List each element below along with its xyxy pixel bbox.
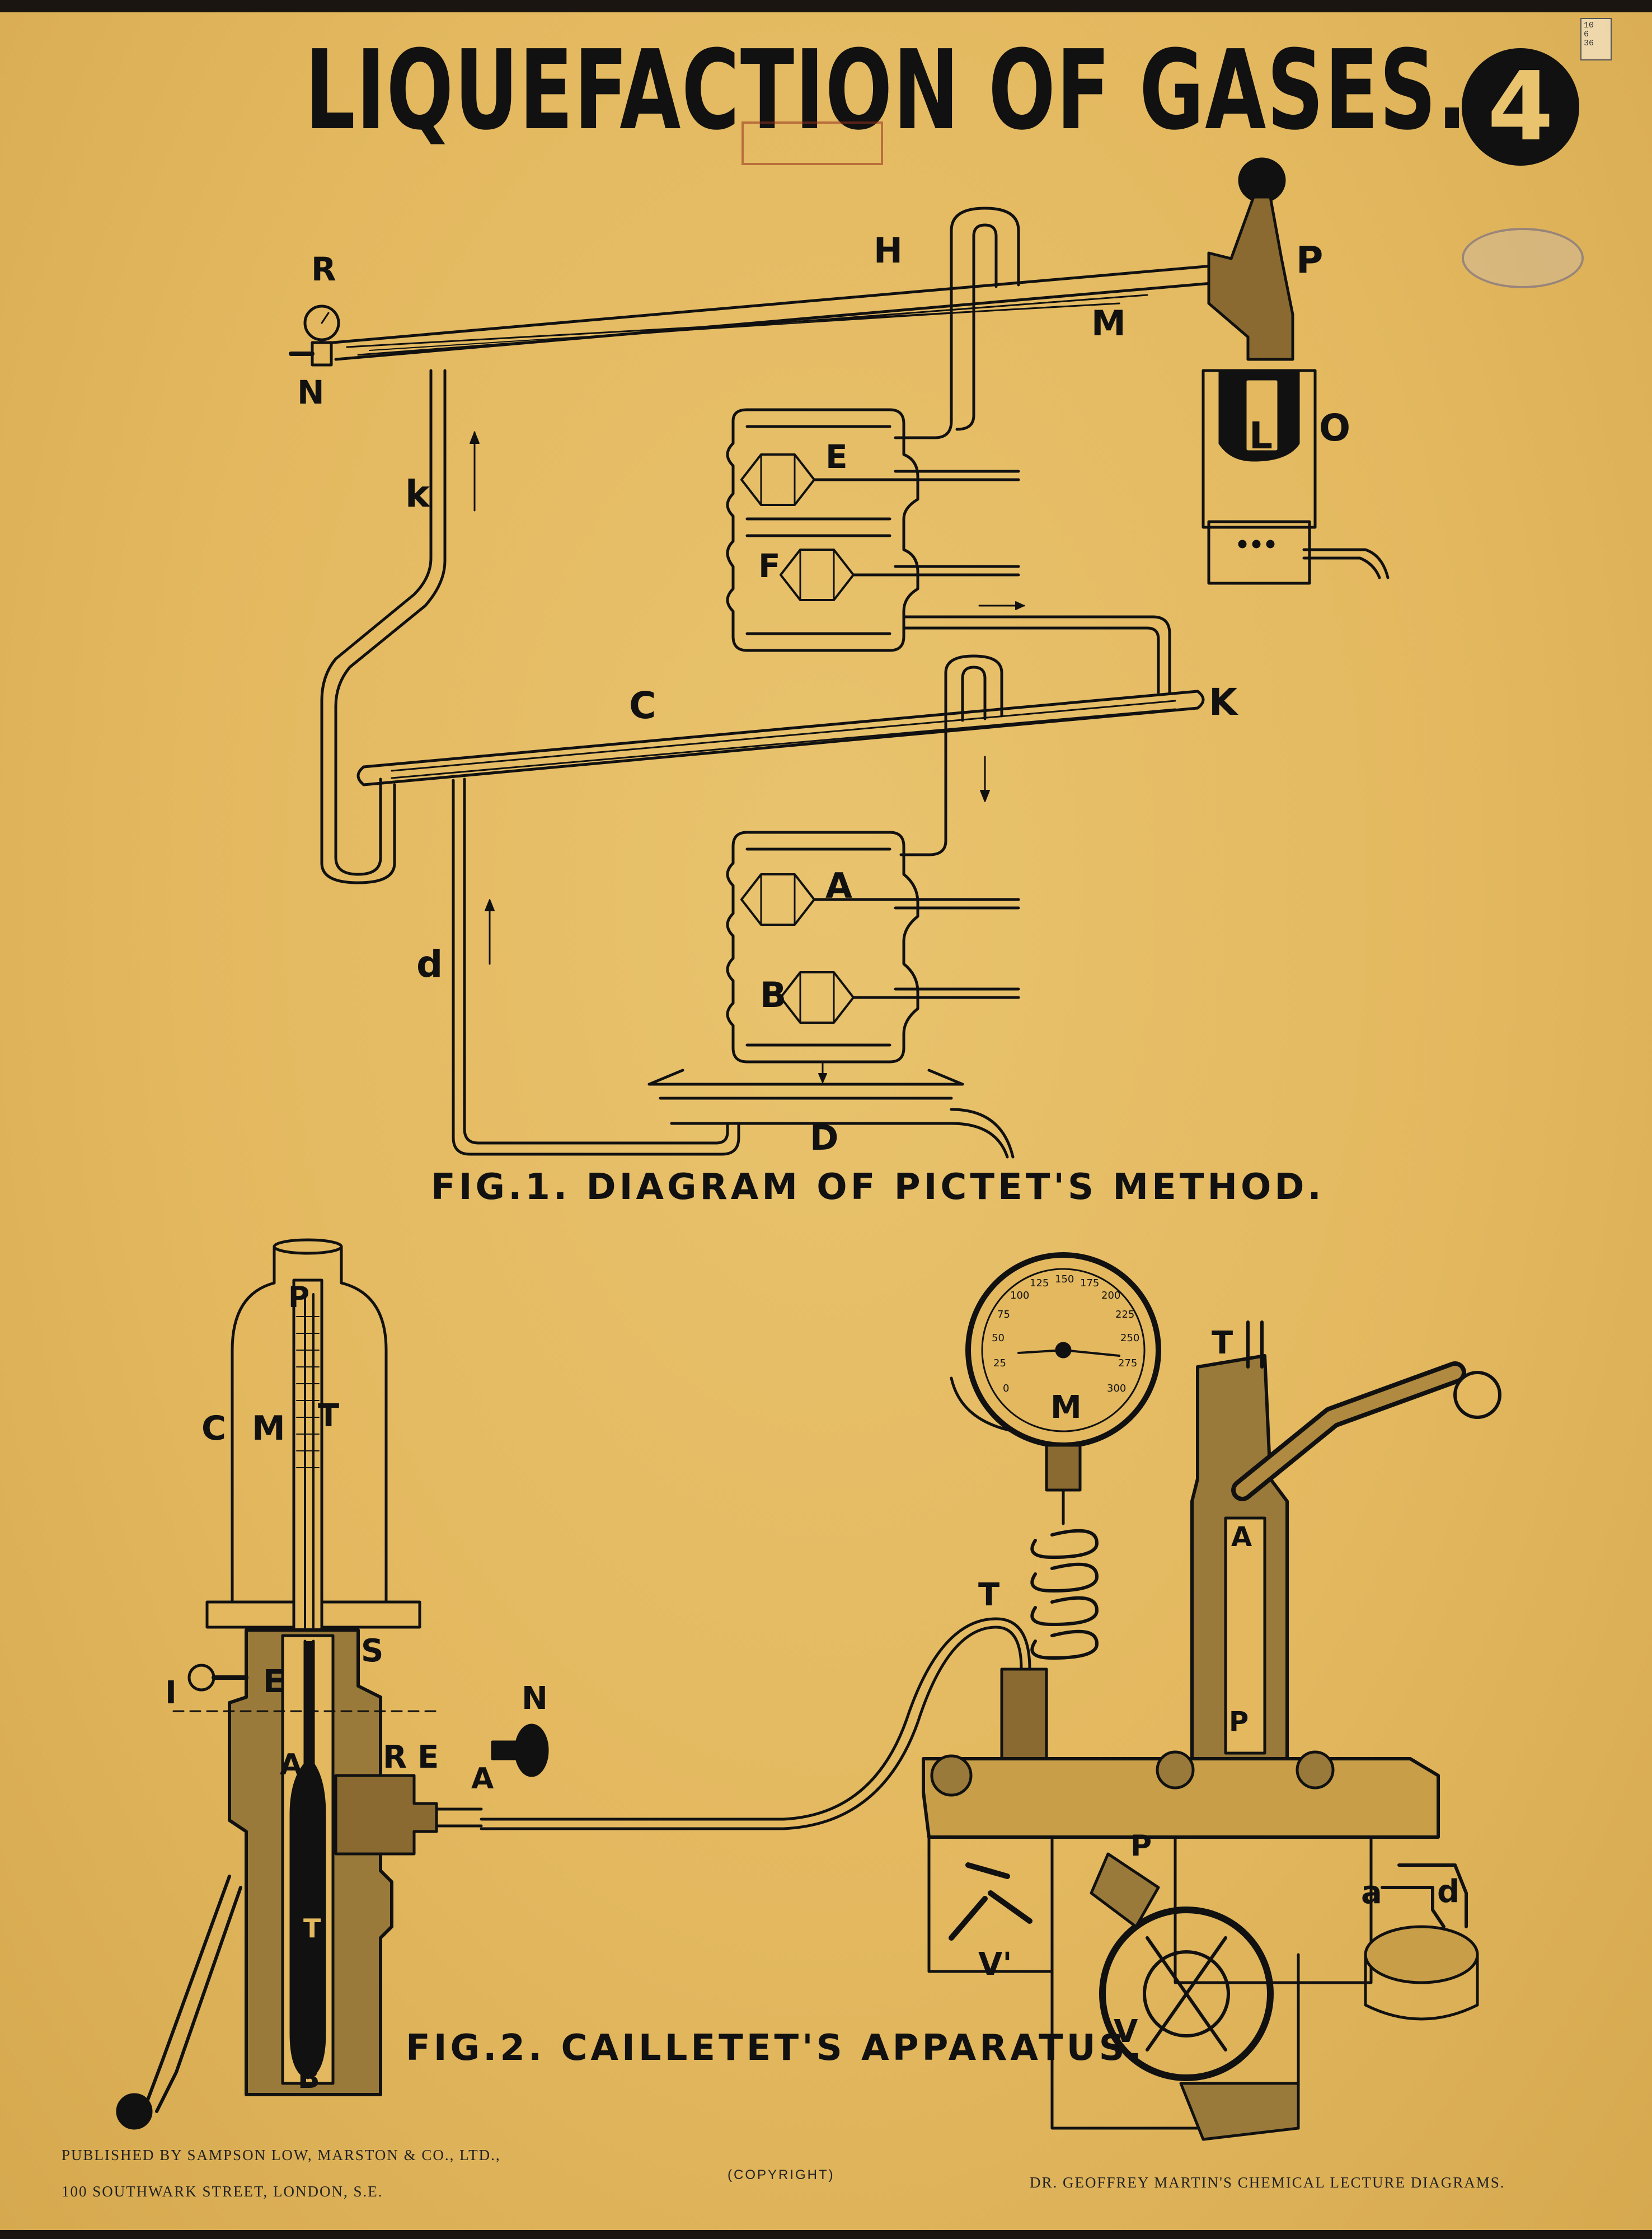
gauge-tick-label: 250 [1120,1332,1140,1344]
label-gauge-t: T [978,1577,1000,1613]
gauge-tick-label: 25 [993,1357,1006,1369]
condenser-c [356,690,1205,786]
label-o: O [1319,406,1351,449]
screw-n [491,1723,549,1777]
chart-poster: LIQUEFACTION OF GASES. 4 10 6 36 R N H M… [0,12,1652,2230]
compression-block [172,1628,483,2096]
cailletet-apparatus [116,1238,1501,2141]
label-n: N [297,373,325,411]
stamp-line-3: 36 [1584,38,1594,48]
diagram-artwork [116,157,1501,2141]
gauge-tick-label: 0 [1003,1383,1010,1394]
tripod-stand [116,1875,242,2130]
label-fig2-i: I [165,1675,177,1711]
copyright-notice: (COPYRIGHT) [728,2167,835,2182]
pressure-gauge-m [950,1252,1161,1766]
chart-number-badge: 4 [1462,48,1579,166]
gauge-tick-label: 150 [1055,1273,1074,1285]
compressor-ef [726,408,1020,652]
gauge-tick-label: 275 [1118,1357,1138,1369]
figure1-caption: FIG.1. DIAGRAM OF PICTET'S METHOD. [431,1167,1325,1208]
page-title: LIQUEFACTION OF GASES. [305,27,1468,154]
label-pump-t: T [1212,1325,1233,1361]
label-r: R [311,250,336,288]
label-fig2-a-small: a [1361,1875,1382,1911]
label-fig2-v1: V' [978,1946,1012,1983]
label-fig2-n: N [522,1680,548,1717]
label-fig2-e2: E [417,1739,439,1776]
label-a: A [825,865,852,906]
gauge-tick-label: 175 [1080,1277,1100,1289]
gauge-tick-label: 125 [1030,1277,1049,1289]
label-fig2-p2: P [1130,1829,1152,1863]
gauge-tick-label: 75 [997,1309,1010,1320]
label-e: E [825,438,848,476]
label-m: M [1091,303,1126,344]
tray-d [647,1061,1015,1159]
label-k-upper: K [1209,681,1238,724]
label-pump-a: A [1231,1521,1252,1553]
oval-library-stamp [1462,228,1584,288]
label-fig2-m: M [252,1409,285,1448]
label-d-upper: D [810,1117,839,1158]
label-fig2-v: V [1114,2013,1138,2050]
label-fig2-a: A [280,1748,303,1782]
catalog-stamp: 10 6 36 [1580,18,1612,60]
label-k-lower: k [405,472,430,516]
label-fig2-e: E [263,1664,285,1700]
publisher-line-1: PUBLISHED BY SAMPSON LOW, MARSTON & CO.,… [62,2147,501,2163]
red-seal [741,121,883,165]
label-b: B [760,975,787,1015]
label-fig2-c: C [201,1409,227,1448]
label-fig2-a2: A [471,1762,494,1796]
label-fig2-t2: T [303,1913,321,1943]
series-title: DR. GEOFFREY MARTIN'S CHEMICAL LECTURE D… [1030,2174,1505,2191]
label-c: C [629,684,656,727]
figure2-caption: FIG.2. CAILLETET'S APPARATUS. [406,2027,1145,2069]
stamp-line-1: 10 [1584,21,1594,30]
label-fig2-b: B [298,2062,320,2095]
bell-jar [205,1238,421,1674]
pump-body [1190,1320,1501,1760]
gauge-tick-label: 50 [992,1332,1005,1344]
label-fig2-s: S [361,1633,384,1669]
label-pump-p: P [1229,1706,1249,1737]
gauge-tick-label: 225 [1115,1309,1135,1320]
label-f: F [758,547,781,585]
label-fig2-p: P [288,1281,310,1314]
label-fig2-r: R [383,1739,407,1776]
tube-h [331,263,1238,361]
label-l: L [1249,414,1273,457]
gauge-tick-label: 200 [1101,1290,1121,1301]
gauge-tick-label: 300 [1107,1383,1127,1394]
pressure-gauge-r [289,305,340,367]
stamp-line-2: 6 [1584,29,1589,39]
label-gauge-m: M [1050,1389,1082,1426]
label-d-lower: d [416,943,443,986]
label-h: H [874,230,903,271]
pictet-diagram [289,157,1390,1159]
label-fig2-t: T [318,1398,340,1434]
pump-p-furnace [1202,157,1390,585]
label-p: P [1296,238,1324,282]
gauge-tick-label: 100 [1010,1290,1030,1301]
compressor-ab [726,831,1020,1064]
publisher-line-2: 100 SOUTHWARK STREET, LONDON, S.E. [62,2183,383,2200]
label-fig2-d: d [1437,1873,1460,1910]
base-plate [922,1750,1479,2141]
